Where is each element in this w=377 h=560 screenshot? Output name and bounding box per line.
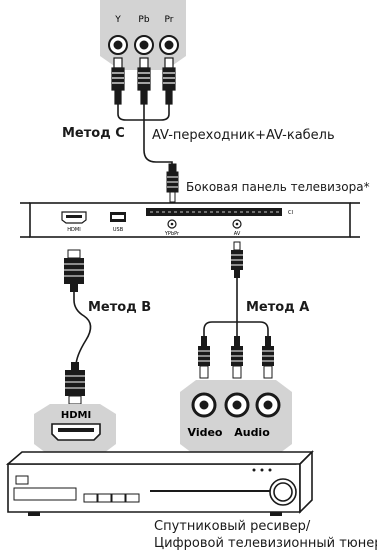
rca-plugs-top — [111, 57, 176, 105]
receiver-av-jacks — [191, 392, 281, 418]
receiver-audio-label: Audio — [234, 426, 270, 439]
ypbpr-panel: Y Pb Pr — [100, 0, 186, 70]
hdmi-plug-tv — [64, 249, 84, 292]
tv-hdmi-port — [61, 211, 87, 224]
rca-plug-top-pb — [137, 57, 151, 105]
receiver-hdmi-panel: HDMI — [34, 404, 116, 456]
ypbpr-pr-label: Pr — [165, 15, 174, 25]
cable-method-b — [73, 292, 92, 367]
rca-plug-top-y — [111, 57, 125, 105]
adapter-label: AV-переходник+AV-кабель — [152, 128, 335, 143]
rca-plugs-bottom — [198, 336, 274, 379]
tv-usb-label: USB — [113, 227, 124, 233]
tv-ci-label: CI — [288, 210, 293, 216]
tv-side-panel: HDMI USB YPbPr AV CI — [20, 202, 360, 238]
ypbpr-pb-label: Pb — [138, 15, 149, 25]
tv-av-label: AV — [234, 231, 241, 237]
receiver-caption-line1: Спутниковый ресивер/ — [154, 519, 311, 534]
hdmi-plug-receiver — [65, 362, 85, 405]
method-b-label: Метод В — [88, 300, 152, 315]
receiver-leds — [252, 468, 272, 472]
tv-ypbpr-label: YPbPr — [164, 231, 180, 237]
satellite-receiver — [5, 450, 314, 516]
tv-side-panel-label: Боковая панель телевизора* — [186, 180, 370, 194]
av-plug-c — [166, 163, 179, 203]
cable-method-a — [203, 278, 269, 336]
av-plug-tv — [231, 241, 243, 278]
rca-plug-top-pr — [162, 57, 176, 105]
method-a-label: Метод А — [246, 300, 310, 315]
rca-plug-audio-l — [231, 336, 243, 379]
receiver-knob — [269, 478, 297, 506]
tv-usb-port — [110, 212, 126, 222]
receiver-av-panel: Video Audio — [180, 380, 292, 456]
receiver-hdmi-label: HDMI — [61, 410, 91, 421]
receiver-buttons — [83, 493, 140, 503]
rca-plug-audio-r — [262, 336, 274, 379]
tv-ypbpr-jack — [167, 219, 177, 229]
method-c-label: Метод С — [62, 126, 125, 141]
ypbpr-jacks — [108, 35, 179, 55]
receiver-video-label: Video — [188, 426, 223, 439]
ypbpr-y-label: Y — [114, 15, 121, 25]
tv-hdmi-label: HDMI — [67, 227, 80, 233]
receiver-caption-line2: Цифровой телевизионный тюнер — [154, 536, 377, 551]
tv-ci-slot — [146, 208, 282, 216]
rca-plug-video — [198, 336, 210, 379]
tv-av-jack — [232, 219, 242, 229]
